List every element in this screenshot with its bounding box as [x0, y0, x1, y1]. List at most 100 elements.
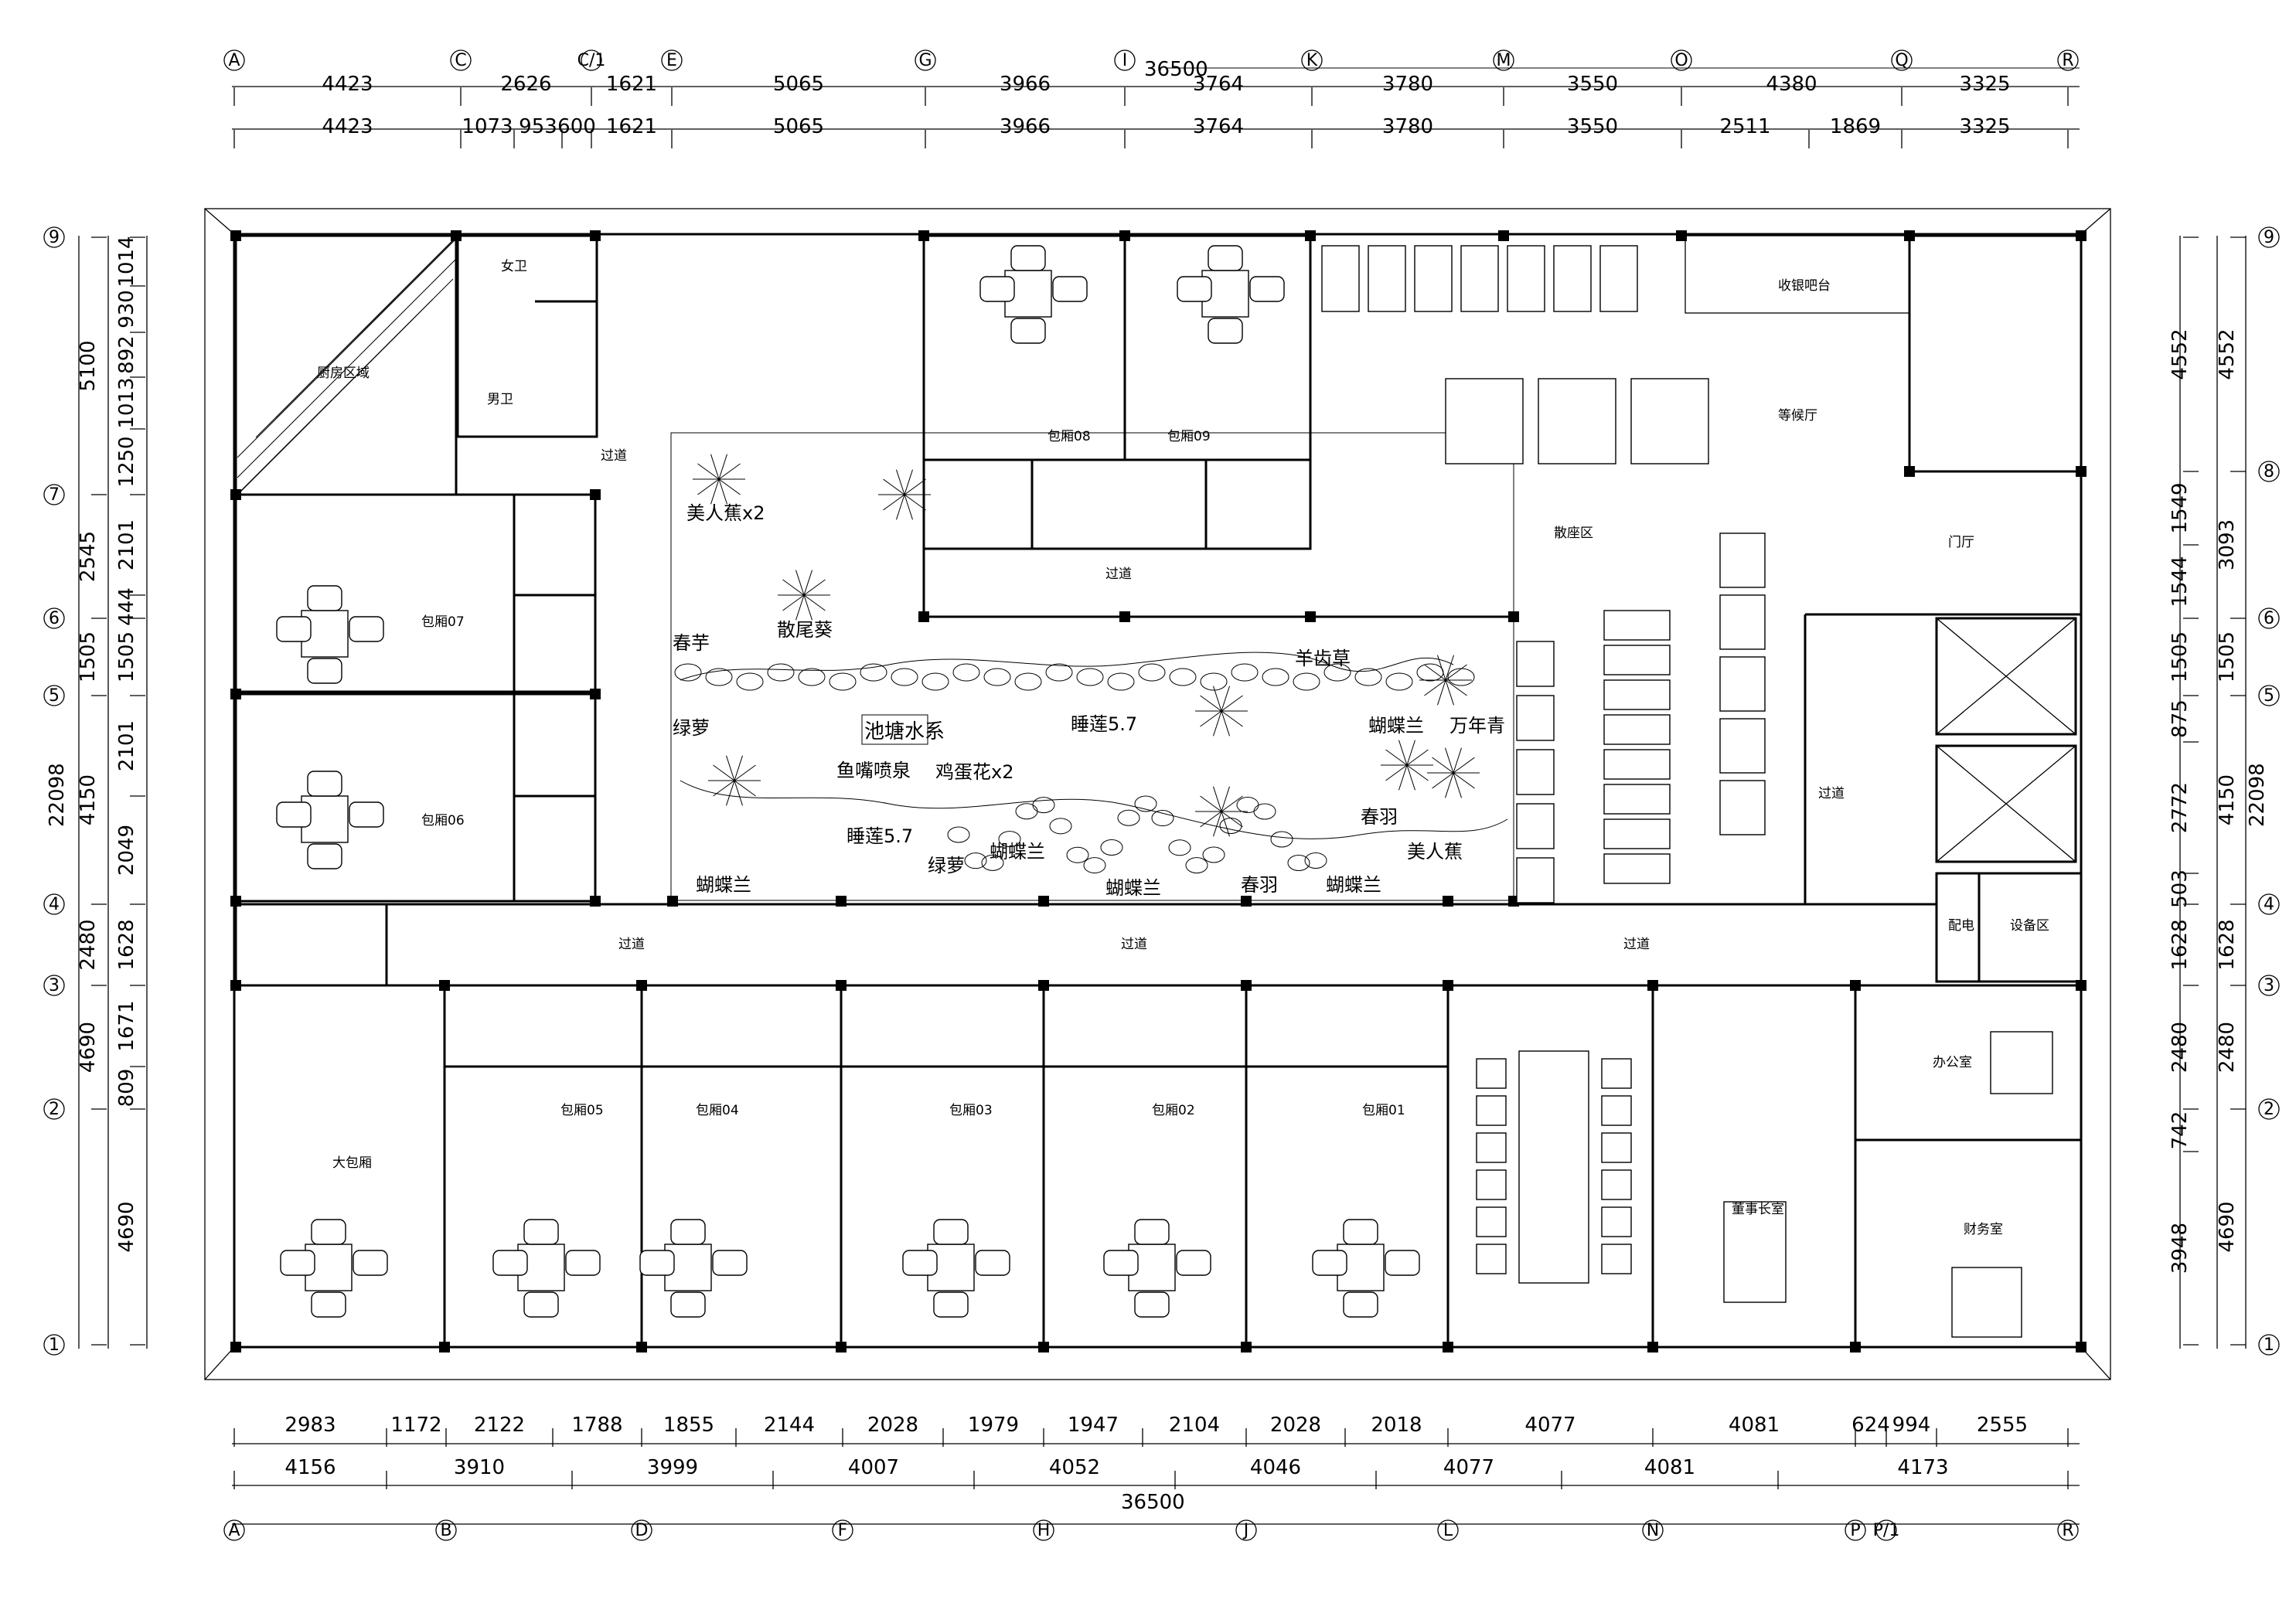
chair — [1134, 1291, 1170, 1318]
stone — [1032, 797, 1055, 814]
dim-label: 1621 — [606, 115, 657, 138]
dim-label: 2018 — [1371, 1414, 1422, 1437]
column — [2076, 1342, 2086, 1352]
stone — [921, 672, 949, 691]
chair — [523, 1291, 559, 1318]
plant-icon — [693, 454, 745, 505]
column — [1038, 980, 1049, 991]
chair — [933, 1291, 969, 1318]
column — [836, 896, 847, 907]
axis-label: G — [918, 51, 932, 70]
axis-bubble — [2258, 893, 2280, 915]
table-set — [639, 1219, 748, 1318]
plant-icon — [708, 755, 761, 806]
axis-label: O — [1674, 51, 1688, 70]
kitchen-hatch — [237, 236, 457, 495]
room-large-private: 大包厢 — [332, 1155, 372, 1171]
stone — [1066, 846, 1089, 863]
dining-table — [1603, 784, 1671, 815]
plant-icon — [1195, 786, 1248, 837]
booth-seat — [1414, 245, 1453, 312]
dim-label: 2545 — [77, 531, 100, 582]
dim-label: 1014 — [115, 236, 138, 287]
booth-seat — [1368, 245, 1406, 312]
column — [230, 980, 241, 991]
column — [230, 1342, 241, 1352]
table-set — [902, 1219, 1010, 1318]
dim-label: 444 — [115, 587, 138, 626]
column — [1443, 1342, 1453, 1352]
dim-label: 4690 — [77, 1022, 100, 1073]
stone — [1231, 663, 1259, 682]
dim-label: 1172 — [390, 1414, 441, 1437]
dim-label: 1628 — [115, 919, 138, 970]
axis-bubble — [1642, 1519, 1664, 1541]
stone — [1107, 672, 1135, 691]
stone — [981, 854, 1004, 871]
stone — [1447, 668, 1475, 686]
plant-label: 春芋 — [673, 632, 710, 654]
axis-bubble — [1114, 49, 1136, 71]
axis-bubble — [43, 1334, 65, 1356]
stone — [1253, 803, 1276, 820]
dim-label: 2772 — [2168, 782, 2192, 833]
axis-label: A — [228, 1521, 240, 1540]
stone — [1323, 663, 1351, 682]
column — [1904, 466, 1915, 477]
dim-label: 1628 — [2168, 919, 2192, 970]
stone — [1354, 668, 1382, 686]
room-private-01: 包厢01 — [1362, 1103, 1405, 1118]
plant-label: 蝴蝶兰 — [1326, 874, 1381, 896]
room-corridor-mid1: 过道 — [618, 937, 645, 952]
chair — [1476, 1095, 1507, 1126]
chair — [933, 1219, 969, 1245]
dim-label: 2480 — [77, 919, 100, 970]
axis-label: R — [2062, 51, 2073, 70]
dim-label: 2101 — [115, 519, 138, 570]
chair — [307, 843, 342, 869]
dim-label: 953 — [519, 115, 557, 138]
stone — [891, 668, 918, 686]
plant-label: 万年青 — [1449, 715, 1505, 737]
axis-bubble — [43, 607, 65, 629]
column — [667, 896, 678, 907]
stone — [1169, 668, 1197, 686]
column — [451, 230, 462, 241]
dim-label: 1544 — [2168, 556, 2192, 607]
dim-label: 875 — [2168, 699, 2192, 738]
table-set — [276, 771, 384, 869]
pond — [680, 652, 1508, 839]
booth-seat — [1719, 656, 1766, 712]
dim-label: 4077 — [1524, 1414, 1576, 1437]
stone — [1015, 803, 1038, 820]
axis-label: L — [1443, 1521, 1453, 1540]
stone — [798, 668, 826, 686]
plant-icon — [1427, 747, 1480, 798]
booth-seat — [1719, 594, 1766, 650]
axis-bubble — [1891, 49, 1913, 71]
stone — [1049, 818, 1072, 835]
plant-label: 鱼嘴喷泉 — [836, 760, 911, 781]
chair — [1601, 1132, 1632, 1163]
column — [2076, 980, 2086, 991]
dim-label: 2480 — [2216, 1022, 2239, 1073]
dim-label: 2555 — [1977, 1414, 2028, 1437]
axis-bubble — [1671, 49, 1692, 71]
hatch-line — [237, 258, 457, 478]
stone — [947, 826, 970, 843]
dim-label: 2144 — [764, 1414, 815, 1437]
room-male-wc: 男卫 — [487, 392, 513, 407]
dim-label: 5100 — [77, 340, 100, 391]
stone — [829, 672, 857, 691]
stone — [1202, 846, 1225, 863]
plant-label: 绿萝 — [928, 855, 965, 876]
room-private-07: 包厢07 — [421, 614, 465, 630]
chair — [1343, 1291, 1378, 1318]
desk — [1723, 1201, 1787, 1303]
room-private-03: 包厢03 — [949, 1103, 993, 1118]
chair — [1476, 1058, 1507, 1089]
chair — [311, 1291, 346, 1318]
dim-label: 3325 — [1959, 115, 2010, 138]
